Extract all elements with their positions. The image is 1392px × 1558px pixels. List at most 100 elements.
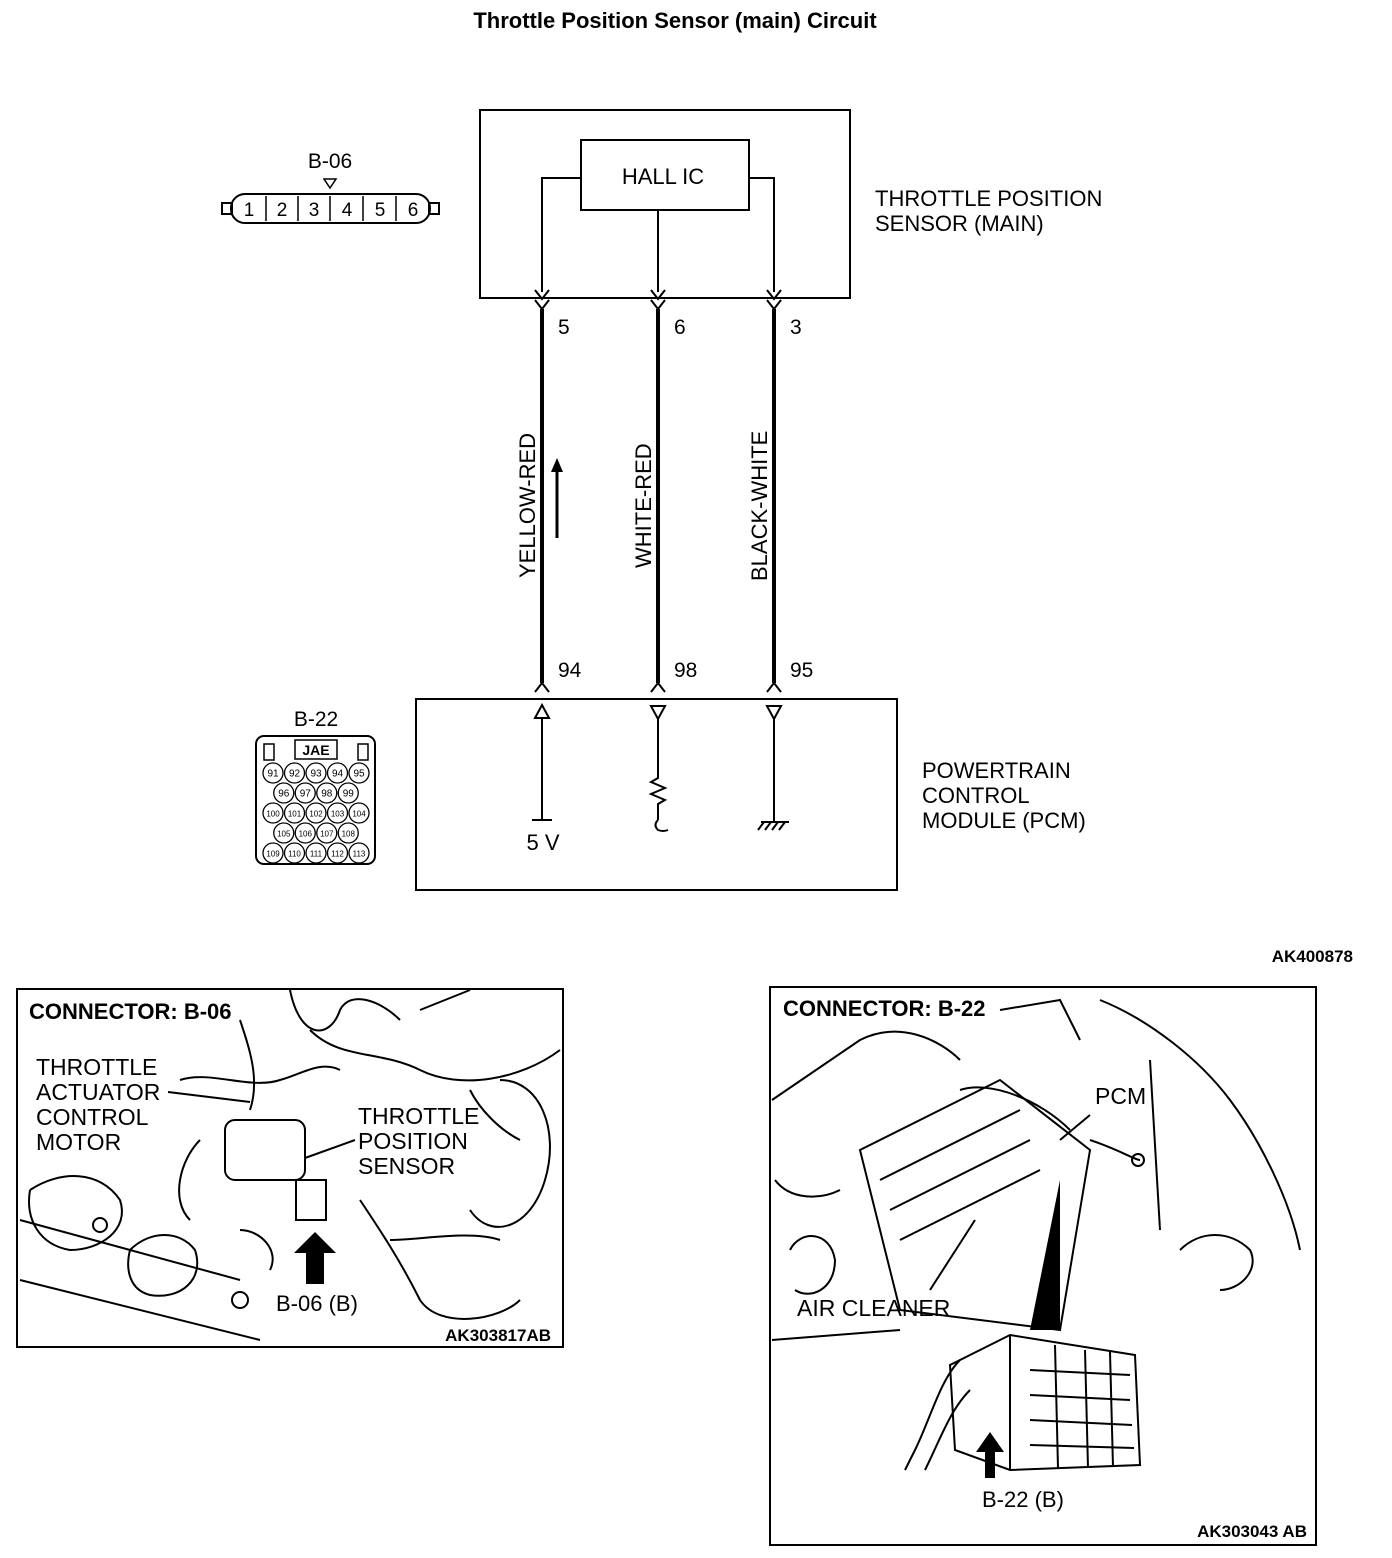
- b22-pin-circle: [283, 802, 306, 824]
- signal-direction-arrow: [551, 458, 563, 538]
- b22-pin-circle: [305, 802, 327, 824]
- b06-connector-face: 1 2 3 4 5 6: [221, 193, 440, 224]
- b22-pin-circle: [283, 762, 306, 784]
- sensor-internal-wire-5: [541, 177, 581, 292]
- b22-pin: 106: [299, 830, 313, 839]
- b22-pin-circle: [316, 822, 338, 844]
- b22-pin-circle: [326, 762, 349, 784]
- sensor-terminal-markers: [534, 289, 782, 311]
- b22-pin: 102: [309, 810, 323, 819]
- pcm-pin-94-symbol: [533, 702, 551, 719]
- ground-icon: [757, 821, 789, 831]
- motor-callout-line: ACTUATOR: [36, 1079, 160, 1105]
- pcm-module-illustration: [904, 1333, 1142, 1472]
- b22-pin: 96: [278, 789, 290, 800]
- sensor-box: [479, 109, 851, 299]
- sensor-callout-line: THROTTLE: [358, 1103, 479, 1129]
- b22-pin: 111: [310, 850, 323, 859]
- pcm-resistor-icon: [648, 719, 668, 820]
- b06-connector-label: B-06: [308, 150, 352, 173]
- b06-pin: 2: [277, 200, 288, 221]
- b22-pin-circle: [305, 842, 327, 864]
- motor-callout-line: THROTTLE: [36, 1054, 157, 1080]
- pcm-name-line3: MODULE (PCM): [922, 808, 1086, 833]
- hall-ic-box: [580, 139, 750, 211]
- b06-key-icon: [322, 178, 338, 190]
- b22-pin: 113: [353, 850, 366, 859]
- wire-2-color-label: WHITE-RED: [631, 443, 656, 568]
- wire-3-pcm-pin: 95: [790, 659, 813, 682]
- b22-pin-circle: [283, 842, 306, 864]
- b06-pin: 6: [408, 200, 419, 221]
- photo-left-panel: CONNECTOR: B-06 THROTTLE ACTUATOR CONTRO…: [16, 988, 564, 1348]
- wire-2-pcm-pin: 98: [674, 659, 697, 682]
- pcm-name-line2: CONTROL: [922, 783, 1030, 808]
- pcm-pin-95-symbol: [765, 705, 783, 722]
- b22-pin: 107: [320, 830, 334, 839]
- b22-pin: 105: [277, 830, 291, 839]
- photo-left-heading: CONNECTOR: B-06: [29, 999, 232, 1024]
- b06-pin: 4: [342, 200, 353, 221]
- b22-pin: 98: [321, 789, 333, 800]
- wire-2-sensor-pin: 6: [674, 316, 686, 339]
- air-cleaner-callout-leader: [929, 1219, 976, 1291]
- wire-3-color-label: BLACK-WHITE: [747, 431, 772, 581]
- pcm-terminal-markers: [534, 681, 782, 693]
- b22-location-arrow-icon: [976, 1432, 1004, 1478]
- b22-pin: 101: [288, 810, 302, 819]
- b22-pin: 99: [343, 789, 355, 800]
- b22-pin-circle: [326, 842, 349, 864]
- hall-ic-label: HALL IC: [622, 164, 704, 189]
- b22-pin-circle: [262, 762, 284, 784]
- pcm-resistor-end: [654, 819, 669, 832]
- pcm-box: [415, 698, 898, 891]
- b22-pin: 112: [331, 850, 344, 859]
- wire-1-color-label: YELLOW-RED: [515, 433, 540, 578]
- b22-pin-circle: [348, 802, 370, 824]
- b22-pin-circle: [305, 762, 327, 784]
- b22-pin-circle: [337, 782, 359, 804]
- air-cleaner-callout-label: AIR CLEANER: [797, 1295, 950, 1321]
- b22-pin: 108: [342, 830, 356, 839]
- page-title: Throttle Position Sensor (main) Circuit: [473, 8, 877, 33]
- pcm-callout-leader: [1059, 1114, 1091, 1141]
- b22-pin-circle: [262, 842, 284, 864]
- b22-pin: 94: [332, 769, 344, 780]
- pcm-pin-98-symbol: [649, 705, 667, 722]
- photo-left-code: AK303817AB: [445, 1326, 551, 1345]
- motor-callout-line: CONTROL: [36, 1104, 149, 1130]
- sensor-name-line1: THROTTLE POSITION: [875, 186, 1102, 211]
- b06-pin: 1: [244, 200, 255, 221]
- b22-pin: 92: [289, 769, 301, 780]
- b22-pin-circle: [294, 822, 316, 844]
- b22-pin-circle: [273, 782, 295, 804]
- engine-illustration-right: [771, 998, 1301, 1341]
- sensor-callout-line: POSITION: [358, 1128, 468, 1154]
- b22-pin: 97: [300, 789, 312, 800]
- b22-pin: 104: [352, 810, 366, 819]
- b22-pin: 95: [353, 769, 365, 780]
- pcm-name-line1: POWERTRAIN: [922, 758, 1071, 783]
- b22-pin-circle: [273, 822, 295, 844]
- photo-right-panel: CONNECTOR: B-22 PCM AIR CLEANER B-22 (B)…: [769, 986, 1317, 1546]
- b22-pin-circle: [316, 782, 338, 804]
- b22-pin: 93: [310, 769, 322, 780]
- b22-pin: 100: [266, 810, 280, 819]
- sensor-internal-wire-3: [749, 177, 775, 292]
- b22-pin-circle: [348, 842, 370, 864]
- b22-connector-label: B-22: [294, 708, 338, 731]
- b22-pin: 91: [267, 769, 279, 780]
- pcm-supply-label: 5 V: [526, 830, 559, 855]
- sensor-callout-line: SENSOR: [358, 1153, 455, 1179]
- b22-pin-circle: [262, 802, 284, 824]
- wire-1-sensor-pin: 5: [558, 316, 570, 339]
- pcm-callout-label: PCM: [1095, 1083, 1146, 1109]
- wire-1-pcm-pin: 94: [558, 659, 582, 682]
- b22-pin: 110: [288, 850, 301, 859]
- pcm-pointer-wedge: [1030, 1180, 1060, 1330]
- b22-pin-circle: [337, 822, 359, 844]
- photo-right-code: AK303043 AB: [1197, 1522, 1307, 1541]
- photo-right-connector-tag: B-22 (B): [982, 1487, 1064, 1512]
- engine-illustration-left: [19, 989, 561, 1341]
